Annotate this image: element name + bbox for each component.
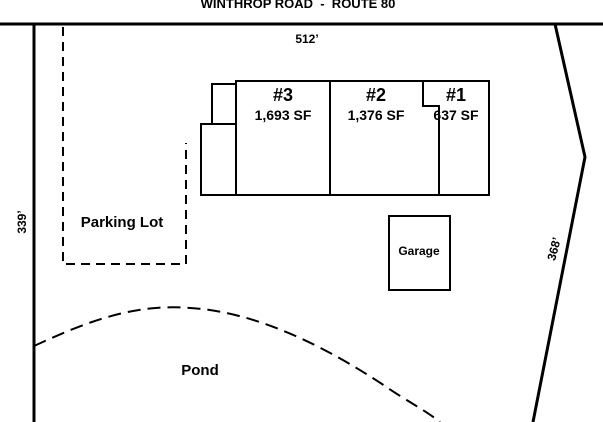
left-dimension-label: 339’ <box>15 210 29 233</box>
garage-label: Garage <box>398 244 440 258</box>
unit-3-area: 1,693 SF <box>255 107 312 123</box>
building-outline <box>200 80 490 196</box>
unit-1-number: #1 <box>446 85 466 105</box>
building <box>200 80 490 196</box>
unit-3-number: #3 <box>273 85 293 105</box>
unit-divider-2-1 <box>422 81 440 195</box>
pond-label: Pond <box>181 362 219 379</box>
unit-2-area: 1,376 SF <box>348 107 405 123</box>
parking-lot-label: Parking Lot <box>81 214 164 231</box>
pond-outline <box>33 306 441 422</box>
unit-1-area: 637 SF <box>433 107 479 123</box>
unit-2-number: #2 <box>366 85 386 105</box>
top-dimension-label: 512’ <box>295 32 318 46</box>
parking-lot-outline <box>62 27 187 265</box>
right-dimension-label: 368’ <box>544 236 564 262</box>
road-label: WINTHROP ROAD - ROUTE 80 <box>201 0 396 11</box>
right-property-line <box>531 23 587 422</box>
garage-outline <box>388 215 451 291</box>
